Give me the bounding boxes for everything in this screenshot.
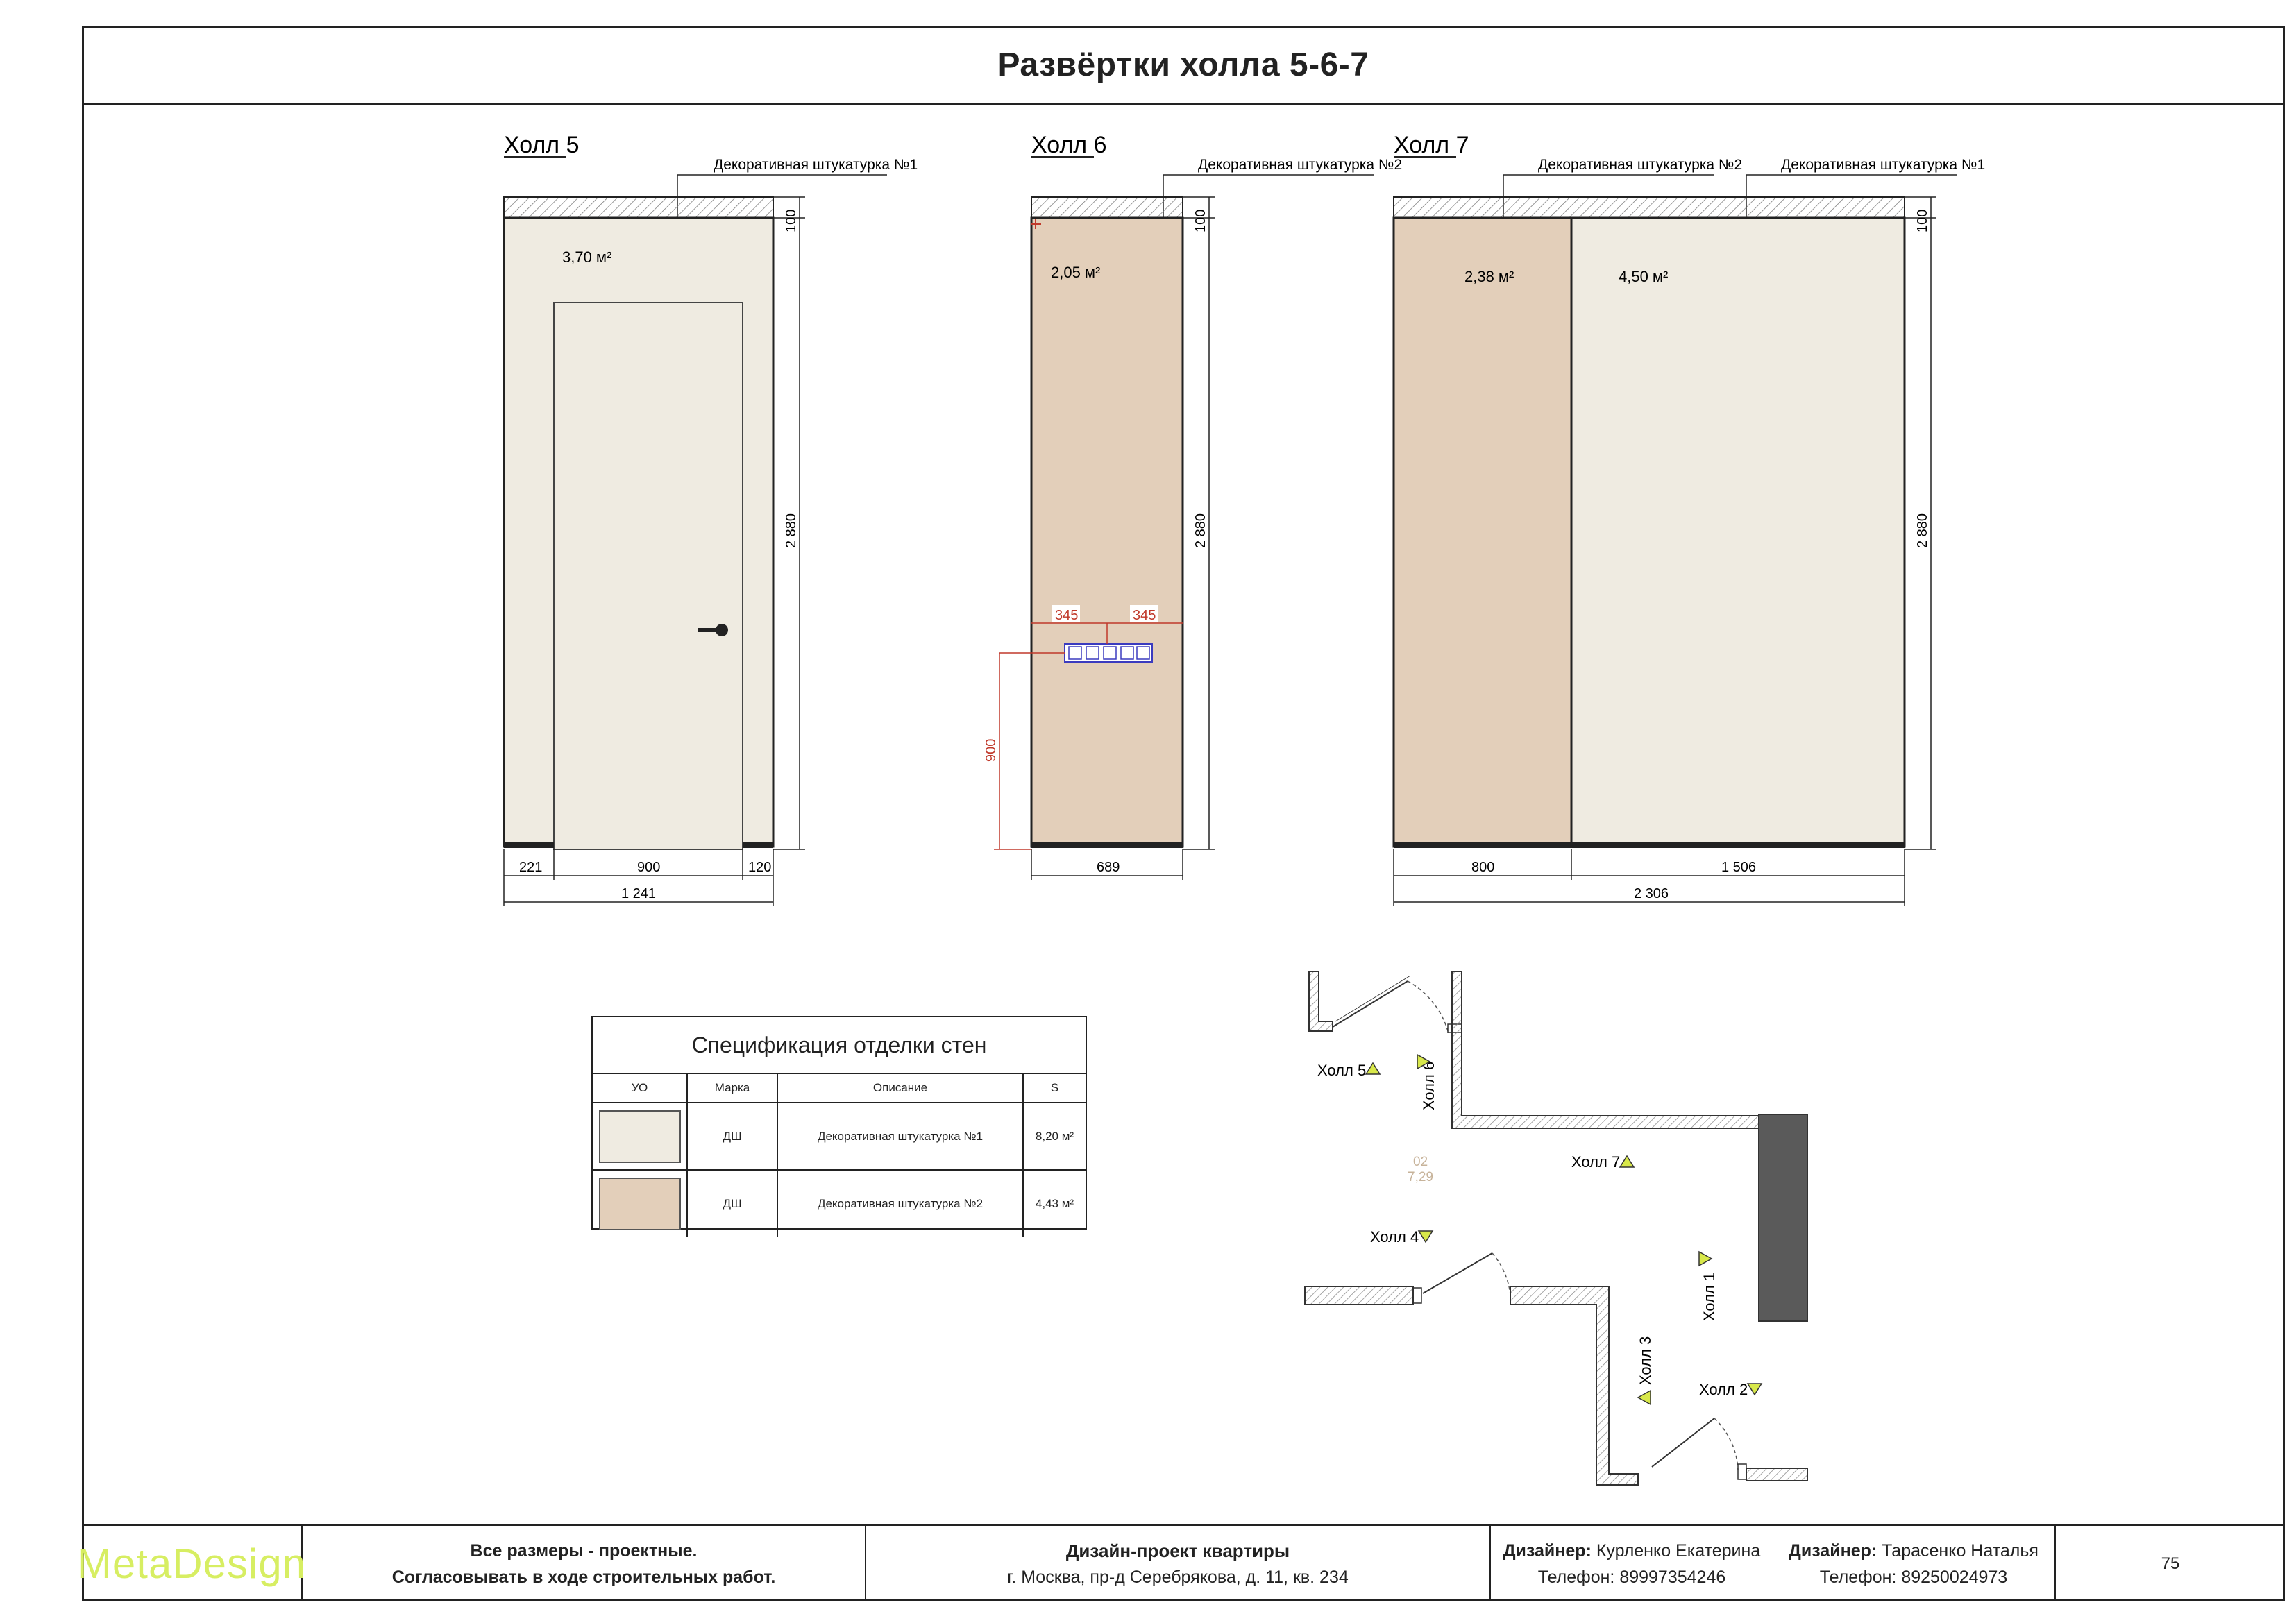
designer-1-name: Курленко Екатерина [1596, 1540, 1761, 1561]
plan-room-area: 7,29 [1408, 1170, 1433, 1184]
page-number: 75 [2161, 1554, 2180, 1573]
hall5-dim-door: 900 [637, 860, 660, 875]
hall7-area-a: 2,38 м² [1464, 268, 1514, 285]
project-cell: Дизайн-проект квартиры г. Москва, пр-д С… [866, 1526, 1491, 1601]
table-row: ДШ Декоративная штукатурка №2 4,43 м² [593, 1170, 1086, 1237]
hall6-dim-height: 2 880 [1193, 513, 1208, 548]
view-marker-hall7-icon [1619, 1155, 1635, 1168]
sheet-title-bar: Развёртки холла 5-6-7 [82, 26, 2285, 105]
title-block: MetaDesign Все размеры - проектные. Согл… [77, 1524, 2285, 1601]
hall6-dim-socket-height: 900 [984, 739, 999, 762]
color-swatch [598, 1110, 681, 1163]
spec-mark: ДШ [687, 1170, 778, 1237]
key-plan: Холл 5 Холл 6 Холл 7 02 7,29 Холл 4 Холл… [1304, 971, 1808, 1486]
hall5-door [553, 302, 743, 850]
spec-header: S [1023, 1074, 1086, 1103]
spec-title: Спецификация отделки стен [593, 1017, 1086, 1074]
designer-1-label: Дизайнер: [1503, 1540, 1592, 1561]
hall7-finish-label-a: Декоративная штукатурка №2 [1538, 157, 1742, 173]
hall7-wall-part-a [1392, 216, 1573, 848]
designer-2-name: Тарасенко Наталья [1882, 1540, 2038, 1561]
hall6-title: Холл 6 [1031, 132, 1107, 158]
hall6-dim-width: 689 [1097, 860, 1120, 875]
note-line-1: Все размеры - проектные. [470, 1540, 698, 1561]
view-marker-hall1-icon [1698, 1250, 1713, 1267]
spec-header: Марка [687, 1074, 778, 1103]
view-marker-hall6-icon [1417, 1053, 1431, 1070]
hall7-dim-top: 100 [1915, 210, 1930, 232]
plan-label-hall2: Холл 2 [1699, 1381, 1748, 1398]
project-title: Дизайн-проект квартиры [1065, 1540, 1290, 1561]
hall7-dim-height: 2 880 [1915, 513, 1930, 548]
page-number-cell: 75 [2056, 1526, 2285, 1601]
logo-cell: MetaDesign [77, 1526, 305, 1601]
hall5-finish-label: Декоративная штукатурка №1 [714, 157, 918, 173]
plan-label-hall7: Холл 7 [1571, 1153, 1620, 1171]
spec-header: Описание [777, 1074, 1024, 1103]
color-swatch [598, 1177, 681, 1230]
plan-label-hall6: Холл 6 [1420, 1062, 1437, 1110]
note-line-2: Согласовывать в ходе строительных работ. [391, 1567, 776, 1587]
hall7-dim-part-b: 1 506 [1721, 860, 1756, 875]
page-title: Развёртки холла 5-6-7 [997, 46, 1369, 83]
plan-label-hall3: Холл 3 [1637, 1336, 1654, 1385]
spec-swatch-cell [593, 1103, 688, 1171]
hall5-dim-right: 120 [748, 860, 771, 875]
spec-mark: ДШ [687, 1103, 778, 1171]
hall7-finish-label-b: Декоративная штукатурка №1 [1781, 157, 1985, 173]
spec-swatch-cell [593, 1170, 688, 1237]
designer-2: Дизайнер: Тарасенко Наталья [1773, 1538, 2054, 1564]
spec-header: УО [593, 1074, 688, 1103]
project-address: г. Москва, пр-д Серебрякова, д. 11, кв. … [1007, 1567, 1349, 1587]
view-marker-hall5-icon [1365, 1062, 1381, 1075]
spec-desc: Декоративная штукатурка №2 [777, 1170, 1024, 1237]
hall7-wall-part-b [1570, 216, 1906, 848]
logo: MetaDesign [76, 1540, 307, 1587]
hall7-area-b: 4,50 м² [1619, 268, 1668, 285]
spec-area: 4,43 м² [1035, 1196, 1074, 1210]
plan-label-hall1: Холл 1 [1700, 1273, 1718, 1321]
designer-2-label: Дизайнер: [1789, 1540, 1877, 1561]
elevation-hall6: Холл 6 Декоративная штукатурка №2 2,05 м… [984, 132, 1402, 880]
hall6-wall [1030, 216, 1184, 848]
plan-label-hall5: Холл 5 [1317, 1062, 1366, 1079]
designer-1-phone: Телефон: 89997354246 [1537, 1567, 1726, 1587]
hall5-dim-left: 221 [519, 860, 542, 875]
hall7-title: Холл 7 [1394, 132, 1469, 158]
hall5-title: Холл 5 [504, 132, 580, 158]
hall5-area: 3,70 м² [562, 248, 611, 266]
designer-2-phone: Телефон: 89250024973 [1819, 1567, 2008, 1587]
view-marker-hall3-icon [1637, 1389, 1651, 1406]
finish-spec-table: Спецификация отделки стен УО Марка Описа… [591, 1016, 1087, 1237]
spec-desc: Декоративная штукатурка №1 [777, 1103, 1024, 1171]
designers-cell: Дизайнер: Курленко Екатерина Дизайнер: Т… [1491, 1526, 2056, 1601]
sheet-frame [82, 26, 2285, 1601]
elevation-hall5: Холл 5 Декоративная штукатурка №1 3,70 м… [503, 132, 918, 906]
table-row: ДШ Декоративная штукатурка №1 8,20 м² [593, 1103, 1086, 1171]
spec-grid: УО Марка Описание S ДШ Декоративная штук… [593, 1074, 1086, 1237]
designer-1: Дизайнер: Курленко Екатерина [1491, 1538, 1773, 1564]
hall6-dim-top: 100 [1193, 210, 1208, 232]
hall7-dim-part-a: 800 [1471, 860, 1494, 875]
hall5-dim-height: 2 880 [784, 513, 799, 548]
elevation-hall7: Холл 7 Декоративная штукатурка №2 Декора… [1392, 132, 1985, 906]
hall6-dim-socket-right: 345 [1133, 608, 1156, 623]
view-marker-hall2-icon [1746, 1383, 1763, 1396]
hall5-dim-total: 1 241 [621, 886, 656, 901]
hall6-area: 2,05 м² [1051, 264, 1100, 281]
hall5-dim-top: 100 [784, 210, 799, 232]
plan-room-number: 02 [1413, 1155, 1428, 1169]
socket-block-icon [1064, 643, 1153, 663]
hall6-dim-socket-left: 345 [1055, 608, 1078, 623]
view-marker-hall4-icon [1417, 1230, 1434, 1243]
spec-area: 8,20 м² [1023, 1103, 1086, 1171]
hall7-dim-total: 2 306 [1634, 886, 1669, 901]
note-cell: Все размеры - проектные. Согласовывать в… [303, 1526, 866, 1601]
spec-header-row: УО Марка Описание S [593, 1074, 1086, 1103]
plan-label-hall4: Холл 4 [1370, 1228, 1419, 1246]
hall6-finish-label: Декоративная штукатурка №2 [1198, 157, 1402, 173]
